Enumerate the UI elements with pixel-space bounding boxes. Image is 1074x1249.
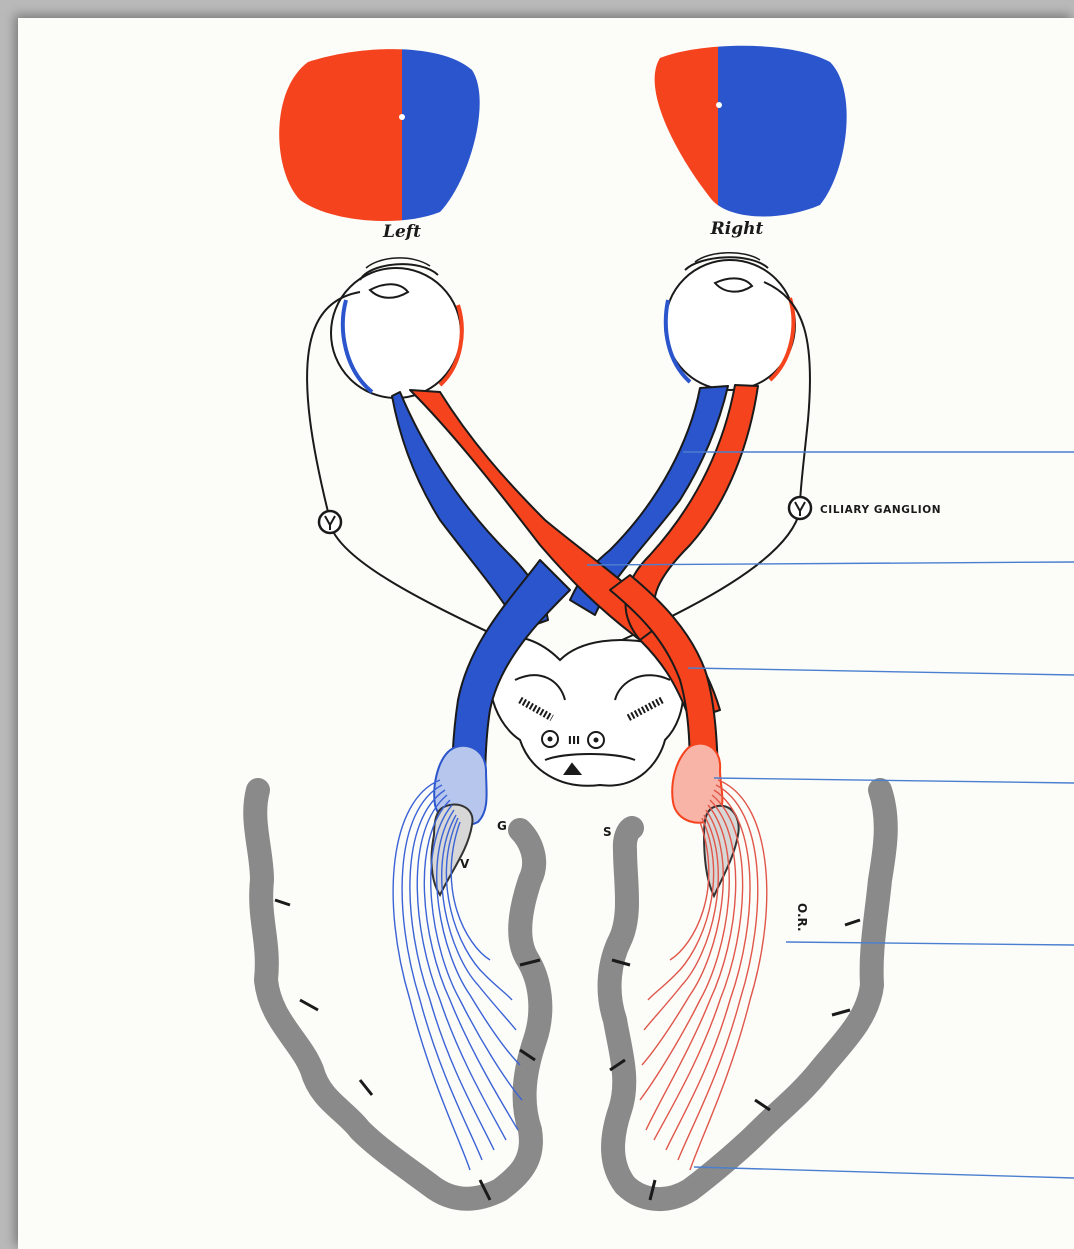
left-visual-field xyxy=(260,30,512,240)
left-field-temporal-half xyxy=(260,30,402,240)
cortex-sulci xyxy=(275,900,860,1200)
ventricle-label: V xyxy=(460,857,470,871)
lateral-geniculate-pointer xyxy=(714,778,1074,783)
optic-radiation-label: O.R. xyxy=(795,903,809,932)
optic-radiation-pointer xyxy=(786,942,1074,945)
oculomotor-nucleus-label: III xyxy=(568,734,580,747)
optic-tract-pointer xyxy=(688,668,1074,675)
right-eye-label: Right xyxy=(710,219,764,239)
right-oculomotor-nucleus xyxy=(588,732,604,748)
right-fixation-point xyxy=(716,102,722,108)
left-field-nasal-half xyxy=(402,30,512,240)
left-eye-label: Left xyxy=(382,222,421,242)
left-ciliary-ganglion-icon xyxy=(319,511,341,533)
right-ciliary-ganglion-icon xyxy=(789,497,811,519)
midbrain-section xyxy=(490,637,684,786)
lgn-label: G xyxy=(497,819,507,833)
right-visual-field xyxy=(630,30,878,240)
left-occipital-cortex xyxy=(255,790,540,1199)
superior-colliculus-label: S xyxy=(603,825,612,839)
visual-cortex-pointer xyxy=(694,1167,1074,1178)
right-eyeball xyxy=(665,253,795,390)
right-field-nasal-half xyxy=(630,30,718,240)
left-eyeball xyxy=(331,258,462,398)
right-field-temporal-half xyxy=(718,30,878,240)
ciliary-ganglion-label: CILIARY GANGLION xyxy=(820,504,941,516)
left-fixation-point xyxy=(399,114,405,120)
left-oculomotor-nucleus xyxy=(542,731,558,747)
